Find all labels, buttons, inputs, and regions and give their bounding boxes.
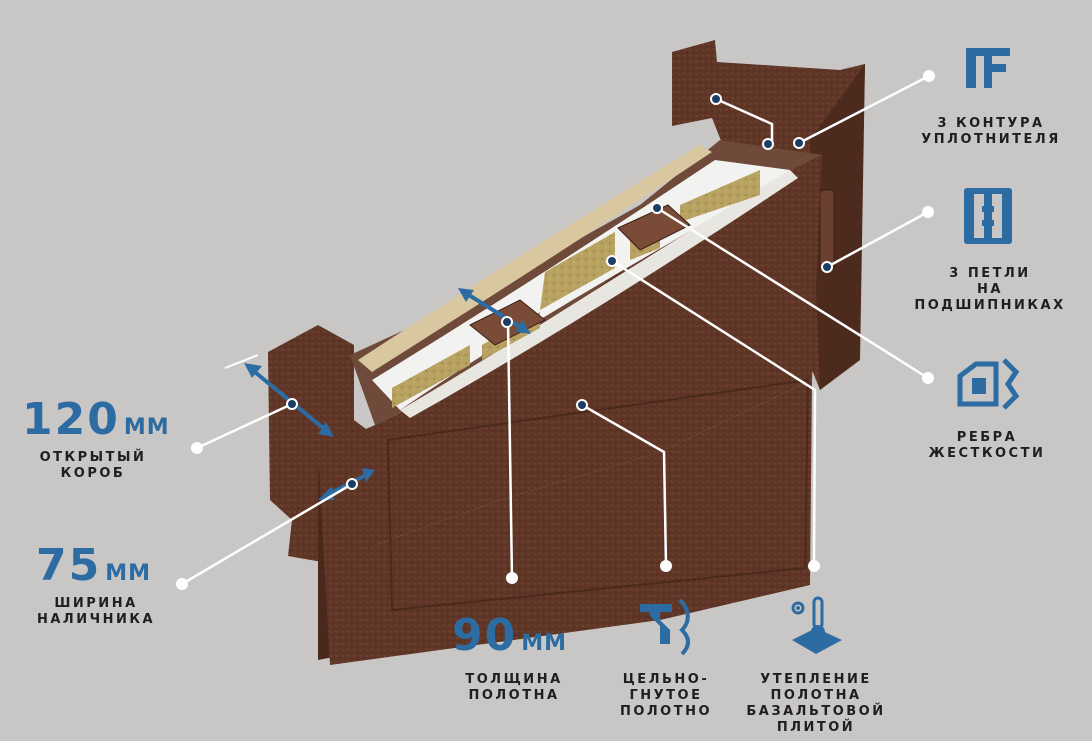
door-panel-edge <box>386 378 810 612</box>
leader-lines <box>181 74 930 586</box>
right-frame-side <box>810 64 865 390</box>
caption-line: ТОЛЩИНА <box>465 672 563 687</box>
bent-sheet-icon <box>640 598 690 656</box>
caption-line: ПЛИТОЙ <box>776 720 856 735</box>
door-leaf-face <box>318 380 812 665</box>
caption-line: ЖЕСТКОСТИ <box>928 446 1046 461</box>
door-leaf-front <box>375 155 822 545</box>
caption-line: ПОЛОТНА <box>468 688 560 703</box>
seal-contour-icon <box>966 48 1010 88</box>
caption-line: РЕБРА <box>956 430 1018 445</box>
caption-line: ПОЛОТНО <box>619 704 713 719</box>
insulation-icon <box>791 596 842 654</box>
leaf-thickness-caption: ТОЛЩИНА ПОЛОТНА <box>452 672 576 704</box>
caption-line: КОРОБ <box>60 466 126 481</box>
stiffener-caption: РЕБРА ЖЕСТКОСТИ <box>912 430 1062 462</box>
caption-line: 3 КОНТУРА <box>937 116 1045 131</box>
caption-line: ЦЕЛЬНО- <box>622 672 710 687</box>
caption-line: ГНУТОЕ <box>629 688 703 703</box>
frame-depth-number: 120 <box>22 394 120 445</box>
anchor-points <box>286 93 833 490</box>
hinge-caption: 3 ПЕТЛИ НА ПОДШИПНИКАХ <box>900 266 1080 314</box>
caption-line: ПОДШИПНИКАХ <box>914 298 1066 313</box>
caption-line: 3 ПЕТЛИ <box>949 266 1031 281</box>
hinge-icon <box>964 188 1012 244</box>
hinge-shape <box>819 189 835 271</box>
caption-line: БАЗАЛЬТОВОЙ <box>746 704 886 719</box>
insulation-caption: УТЕПЛЕНИЕ ПОЛОТНА БАЗАЛЬТОВОЙ ПЛИТОЙ <box>744 672 888 736</box>
bent-sheet-caption: ЦЕЛЬНО- ГНУТОЕ ПОЛОТНО <box>606 672 726 720</box>
casing-width-unit: ММ <box>105 561 152 586</box>
caption-line: УТЕПЛЕНИЕ <box>760 672 872 687</box>
frame-depth-unit: ММ <box>123 415 170 440</box>
leaf-thickness-number: 90 <box>452 610 518 661</box>
leaf-thickness-unit: ММ <box>521 631 568 656</box>
caption-line: УПЛОТНИТЕЛЯ <box>921 132 1061 147</box>
caption-line: ПОЛОТНА <box>770 688 862 703</box>
frame-depth-caption: ОТКРЫТЫЙ КОРОБ <box>38 450 148 482</box>
caption-line: НАЛИЧНИКА <box>36 612 156 627</box>
caption-line: НА <box>977 282 1003 297</box>
seal-contour-caption: 3 КОНТУРА УПЛОТНИТЕЛЯ <box>906 116 1076 148</box>
stiffener-icon <box>957 358 1020 410</box>
casing-width-number: 75 <box>36 540 102 591</box>
casing-width-caption: ШИРИНА НАЛИЧНИКА <box>26 596 166 628</box>
caption-line: ШИРИНА <box>54 596 138 611</box>
mdf-panel-top <box>358 145 712 372</box>
leader-endpoints <box>176 70 935 590</box>
caption-line: ОТКРЫТЫЙ <box>39 450 147 465</box>
